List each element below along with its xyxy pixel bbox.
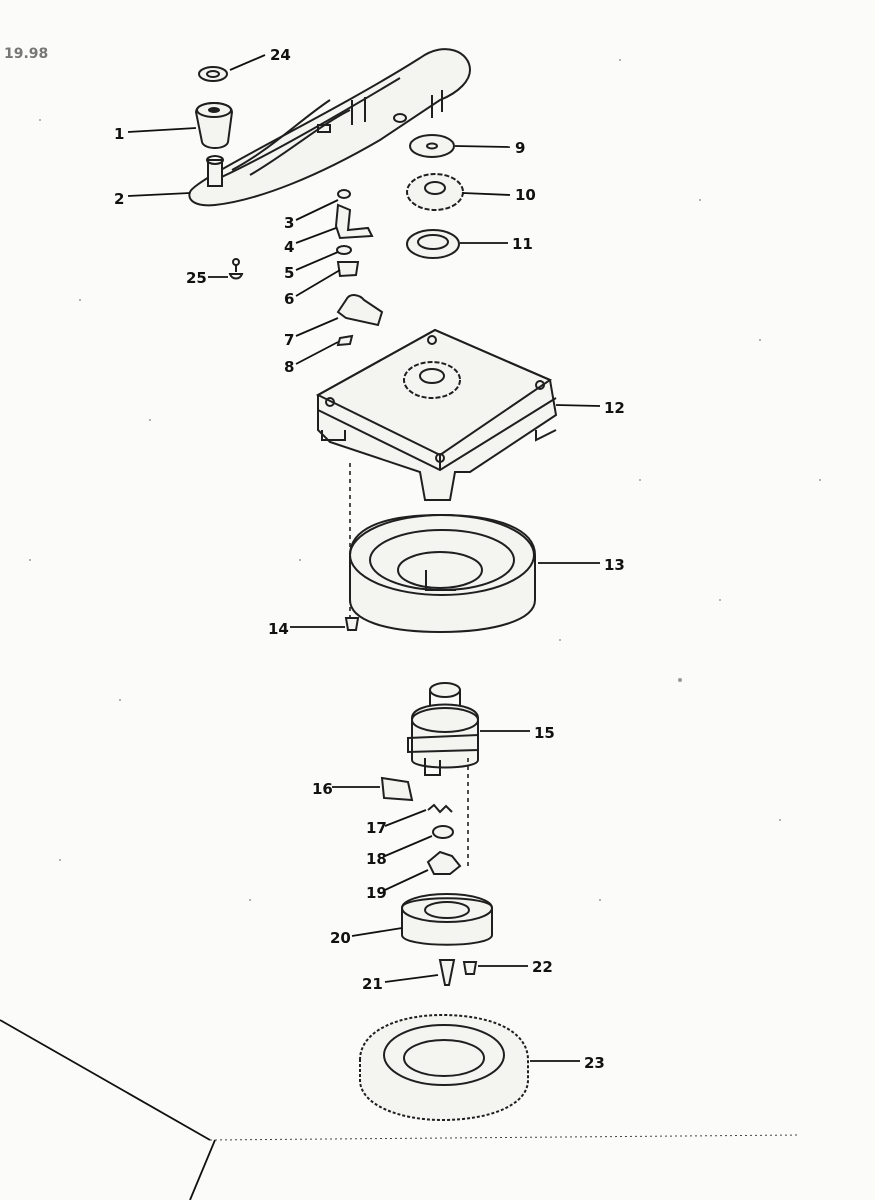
part-1-handle-knob xyxy=(127,102,234,149)
label-13: 13 xyxy=(604,556,625,574)
part-9-washer xyxy=(409,134,511,158)
label-5: 5 xyxy=(284,264,294,282)
label-7: 7 xyxy=(284,331,294,349)
label-20: 20 xyxy=(330,929,351,947)
label-14: 14 xyxy=(268,620,289,638)
label-22: 22 xyxy=(532,958,553,976)
part-11-washer xyxy=(406,229,508,259)
label-24: 24 xyxy=(270,46,291,64)
label-1: 1 xyxy=(114,125,124,143)
label-2: 2 xyxy=(114,190,124,208)
parts-17-to-19-spring-washer-cam xyxy=(384,803,462,891)
part-20-collar xyxy=(351,893,493,946)
label-18: 18 xyxy=(366,850,387,868)
label-25: 25 xyxy=(186,269,207,287)
label-15: 15 xyxy=(534,724,555,742)
parts-21-22-screws xyxy=(384,959,528,986)
parts-3-to-8-small-pieces xyxy=(295,189,384,365)
label-9: 9 xyxy=(515,139,525,157)
part-labels: 24 1 2 9 10 11 3 4 5 6 7 8 25 12 13 14 1… xyxy=(114,46,625,1072)
label-3: 3 xyxy=(284,214,294,232)
label-21: 21 xyxy=(362,975,383,993)
part-25-pin xyxy=(208,258,244,280)
label-11: 11 xyxy=(512,235,533,253)
part-12-gear-housing xyxy=(315,328,601,501)
label-19: 19 xyxy=(366,884,387,902)
label-23: 23 xyxy=(584,1054,605,1072)
part-10-drive-gear xyxy=(406,173,511,211)
label-8: 8 xyxy=(284,358,294,376)
part-13-lower-bowl xyxy=(349,513,600,634)
label-10: 10 xyxy=(515,186,536,204)
part-23-base-ring xyxy=(359,1013,580,1122)
label-12: 12 xyxy=(604,399,625,417)
label-4: 4 xyxy=(284,238,294,256)
label-17: 17 xyxy=(366,819,387,837)
corner-text: 19.98 xyxy=(4,46,48,62)
part-24-retaining-ring xyxy=(198,54,266,82)
part-15-spindle-assembly xyxy=(407,682,530,870)
part-14-screw xyxy=(290,463,360,631)
part-2-crank-arm xyxy=(127,48,472,207)
part-16-pad xyxy=(332,776,414,802)
scan-noise: 19.98 xyxy=(0,46,821,1200)
label-6: 6 xyxy=(284,290,294,308)
label-16: 16 xyxy=(312,780,333,798)
